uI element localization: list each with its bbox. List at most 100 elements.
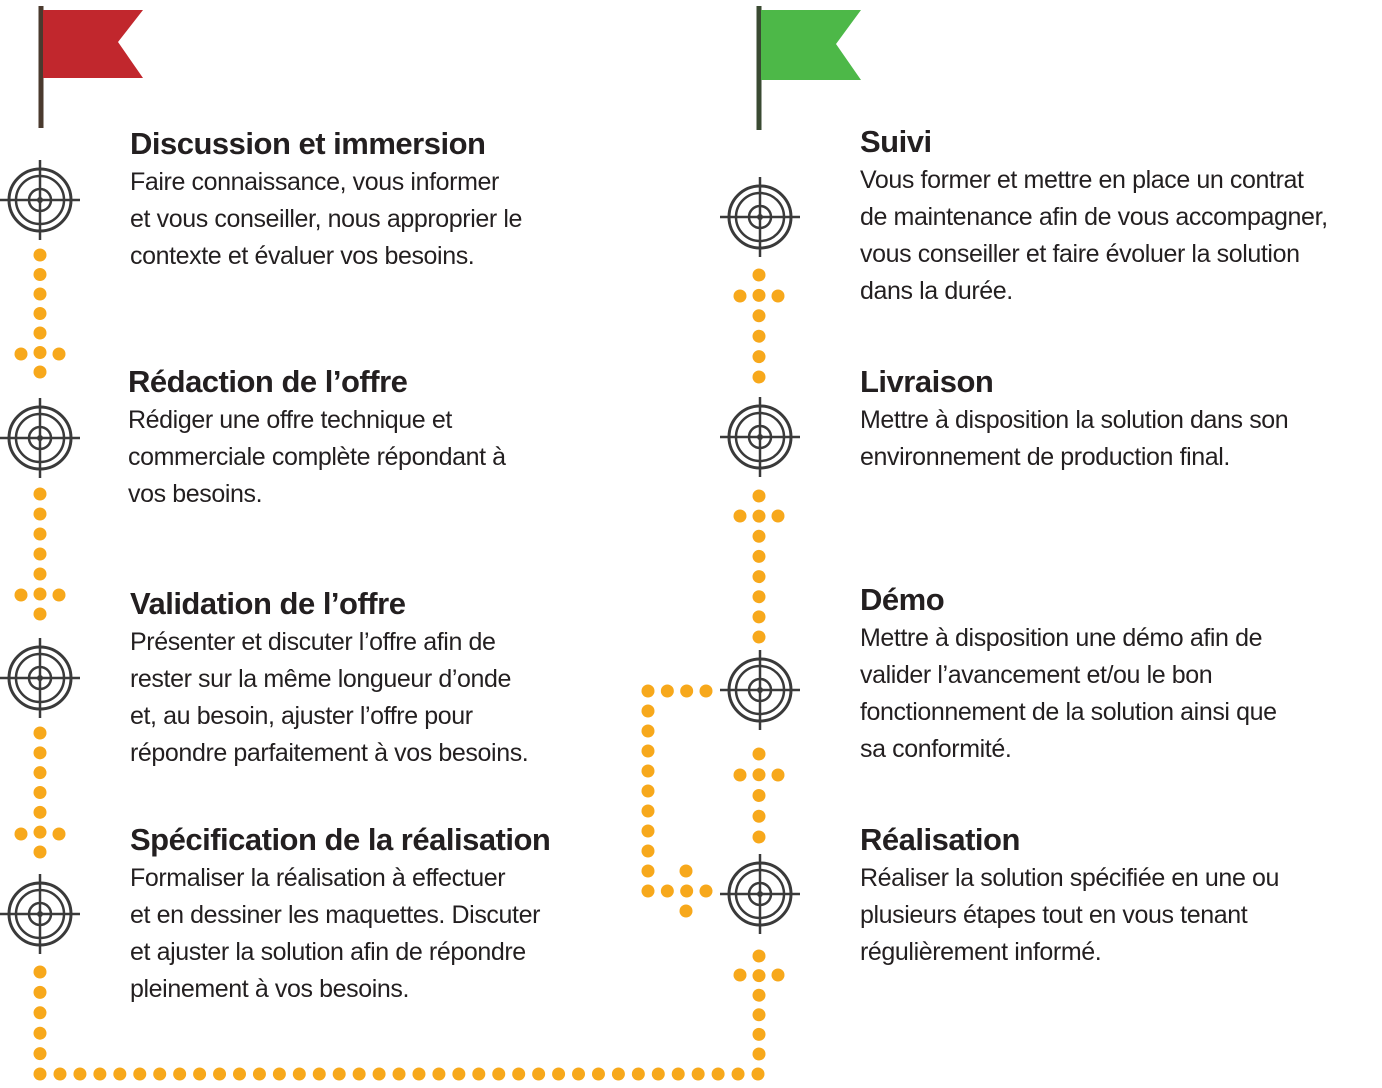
path-dot [752,529,766,543]
path-dot [641,864,655,878]
target-crosshair-icon [720,854,800,934]
path-dot [731,1067,745,1081]
path-dot [33,365,47,379]
path-dot [641,684,655,698]
target-crosshair-icon [0,160,80,240]
path-dot [52,827,66,841]
path-dot [679,864,693,878]
path-dot [752,309,766,323]
path-dot [680,684,694,698]
path-dot [33,746,47,760]
target-crosshair-icon [720,177,800,257]
step-title: Spécification de la réalisation [130,822,551,857]
step-demo: Démo Mettre à disposition une démo afin … [860,582,1365,768]
path-dot [752,949,766,963]
target-crosshair-icon [720,650,800,730]
step-title: Validation de l’offre [130,586,406,621]
path-dot [733,968,747,982]
green-flag-icon [756,6,861,130]
path-dot [392,1067,406,1081]
path-dot [113,1067,127,1081]
step-description: Formaliser la réalisation à effectuer et… [130,864,541,1003]
step-description: Mettre à disposition une démo afin de va… [860,624,1277,763]
path-dot [332,1067,346,1081]
path-dot [641,744,655,758]
path-dot [33,845,47,859]
path-dot [752,590,766,604]
path-dot [33,805,47,819]
step-title: Suivi [860,124,932,159]
path-dot [680,884,694,898]
path-dot [33,268,47,281]
path-dot [33,825,47,839]
path-dot [33,507,47,521]
path-dot [492,1067,506,1081]
step-redaction-offre: Rédaction de l’offre Rédiger une offre t… [128,364,598,513]
path-dot [752,630,766,644]
path-dot [699,684,713,698]
path-dot [33,1067,47,1081]
path-dot [52,588,66,602]
path-dot [312,1067,326,1081]
path-dot [33,587,47,601]
path-dot [33,527,47,541]
path-dot [232,1067,246,1081]
path-dot [14,347,28,361]
path-dot [33,248,47,262]
path-dot [252,1067,266,1081]
path-dot [552,1067,566,1081]
path-dot [752,610,766,624]
step-title: Discussion et immersion [130,126,486,161]
path-dot [752,1008,766,1022]
path-dot [532,1067,546,1081]
path-dot [641,784,655,798]
path-dot [752,549,766,563]
path-dot [512,1067,526,1081]
step-livraison: Livraison Mettre à disposition la soluti… [860,364,1365,476]
step-description: Mettre à disposition la solution dans so… [860,406,1289,471]
step-description: Faire connaissance, vous informer et vou… [130,168,522,270]
path-dot [591,1067,605,1081]
path-dot [14,588,28,602]
path-dot [671,1067,685,1081]
target-crosshair-icon [0,638,80,718]
path-dot [611,1067,625,1081]
path-dot [699,884,713,898]
path-dot [752,988,766,1002]
path-dot [752,969,766,983]
path-dot [752,1047,766,1061]
path-dot [691,1067,705,1081]
path-dot [33,326,47,340]
path-dot [641,884,655,898]
path-dot [33,1026,47,1040]
path-dot [771,509,785,523]
path-dot [33,487,47,501]
path-dot [752,830,766,844]
path-dot [641,824,655,838]
path-dot [33,1006,47,1020]
step-description: Vous former et mettre en place un contra… [860,166,1328,305]
path-dot [33,965,47,979]
path-dot [133,1067,147,1081]
path-dot [272,1067,286,1081]
path-dot [771,768,785,782]
dotted-path [14,248,785,1081]
path-dot [771,289,785,303]
path-dot [432,1067,446,1081]
path-dot [660,684,674,698]
step-specification-realisation: Spécification de la réalisation Formalis… [130,822,605,1008]
path-dot [752,370,766,384]
red-flag-icon [38,6,143,128]
path-dot [679,904,693,918]
path-dot [33,547,47,561]
step-title: Démo [860,582,945,617]
step-validation-offre: Validation de l’offre Présenter et discu… [130,586,600,772]
path-dot [53,1067,67,1081]
step-title: Réalisation [860,822,1020,857]
path-dot [33,346,47,359]
path-dot [751,1067,765,1081]
target-crosshair-icon [0,874,80,954]
path-dot [752,509,766,523]
step-suivi: Suivi Vous former et mettre en place un … [860,124,1380,310]
